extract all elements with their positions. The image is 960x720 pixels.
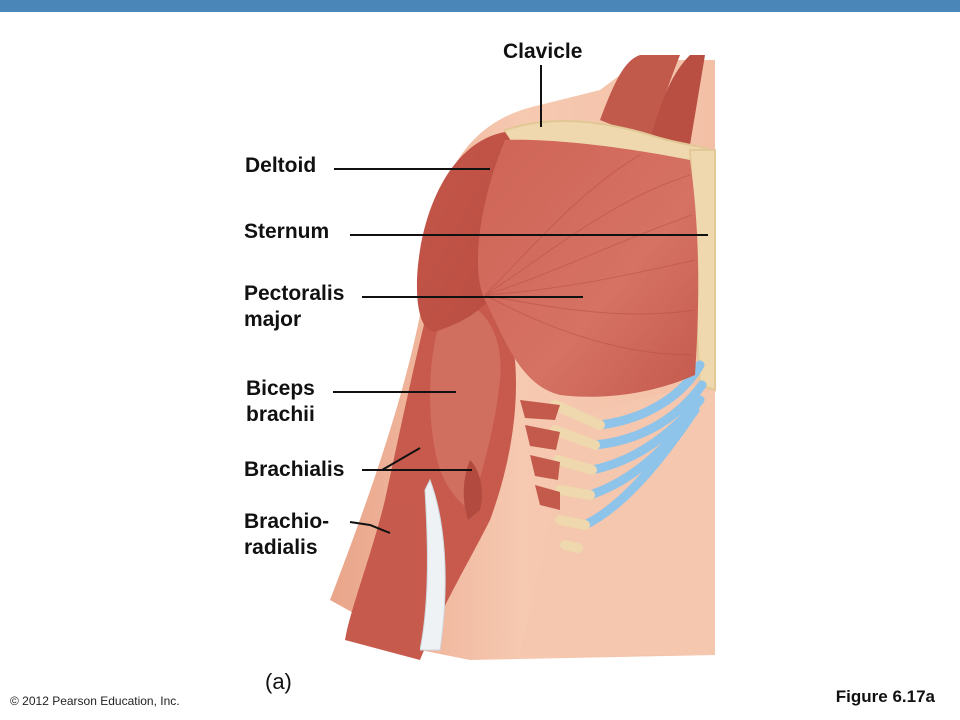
neck-muscle-2 (650, 55, 705, 145)
copyright-notice: © 2012 Pearson Education, Inc. (10, 694, 180, 708)
serratus-muscle (520, 400, 560, 510)
ribs (550, 400, 605, 553)
biceps-label: Biceps brachii (246, 376, 315, 428)
top-accent-bar (0, 0, 960, 12)
sternum-label: Sternum (244, 220, 330, 243)
pectoralis-label-line2: major (244, 308, 302, 331)
brachioradialis-label-line1: Brachio- (244, 510, 330, 533)
figure-reference: Figure 6.17a (835, 687, 935, 706)
pectoralis-label: Pectoralis major (244, 281, 344, 333)
clavicle-label: Clavicle (503, 40, 583, 63)
biceps-label-line1: Biceps (246, 377, 315, 400)
forearm (345, 500, 420, 655)
pectoralis-fibers (484, 154, 696, 356)
biceps-muscle (430, 300, 501, 510)
brachialis-leader-2 (381, 447, 421, 471)
pectoralis-label-line1: Pectoralis (244, 282, 345, 305)
elbow-tendon (419, 478, 446, 651)
neck-muscle (600, 55, 680, 140)
pectoralis-muscle (477, 139, 699, 397)
brachioradialis-label-line2: radialis (244, 536, 318, 559)
deltoid-label: Deltoid (245, 154, 317, 177)
brachioradialis-label: Brachio- radialis (244, 509, 329, 561)
biceps-label-line2: brachii (246, 403, 315, 426)
brachioradialis-leader (349, 521, 391, 534)
figure-panel-caption: (a) (265, 669, 292, 694)
brachialis-label: Brachialis (244, 458, 345, 481)
brachialis-muscle (463, 460, 482, 520)
leader-lines (333, 65, 708, 534)
